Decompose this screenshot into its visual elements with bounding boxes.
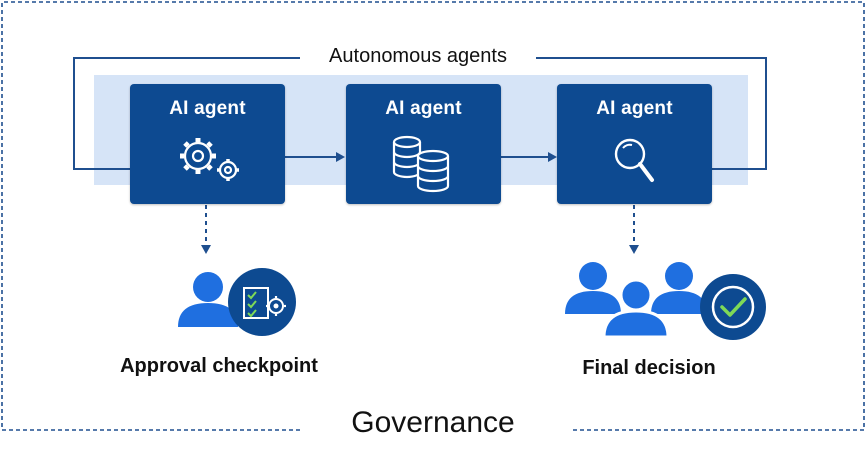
person-checklist-icon bbox=[178, 268, 296, 336]
agent-title: AI agent bbox=[385, 98, 462, 119]
checkpoint-arrows bbox=[201, 205, 639, 254]
gears-icon bbox=[180, 138, 239, 181]
governance-label: Governance bbox=[303, 406, 563, 440]
agent-card-1: AI agent bbox=[130, 84, 285, 204]
agent-card-2: AI agent bbox=[346, 84, 501, 204]
group-checkmark-icon bbox=[565, 262, 766, 340]
agent-arrows bbox=[285, 152, 557, 162]
loop-label: Autonomous agents bbox=[302, 45, 534, 68]
magnifier-icon bbox=[614, 138, 654, 182]
governance-frame bbox=[1, 1, 865, 431]
agent-title: AI agent bbox=[169, 98, 246, 119]
final-decision-label: Final decision bbox=[582, 357, 716, 379]
agent-title: AI agent bbox=[596, 98, 673, 119]
agent-card-3: AI agent bbox=[557, 84, 712, 204]
loop-line bbox=[73, 57, 767, 170]
database-icon bbox=[392, 135, 450, 193]
approval-checkpoint-label: Approval checkpoint bbox=[120, 355, 318, 377]
